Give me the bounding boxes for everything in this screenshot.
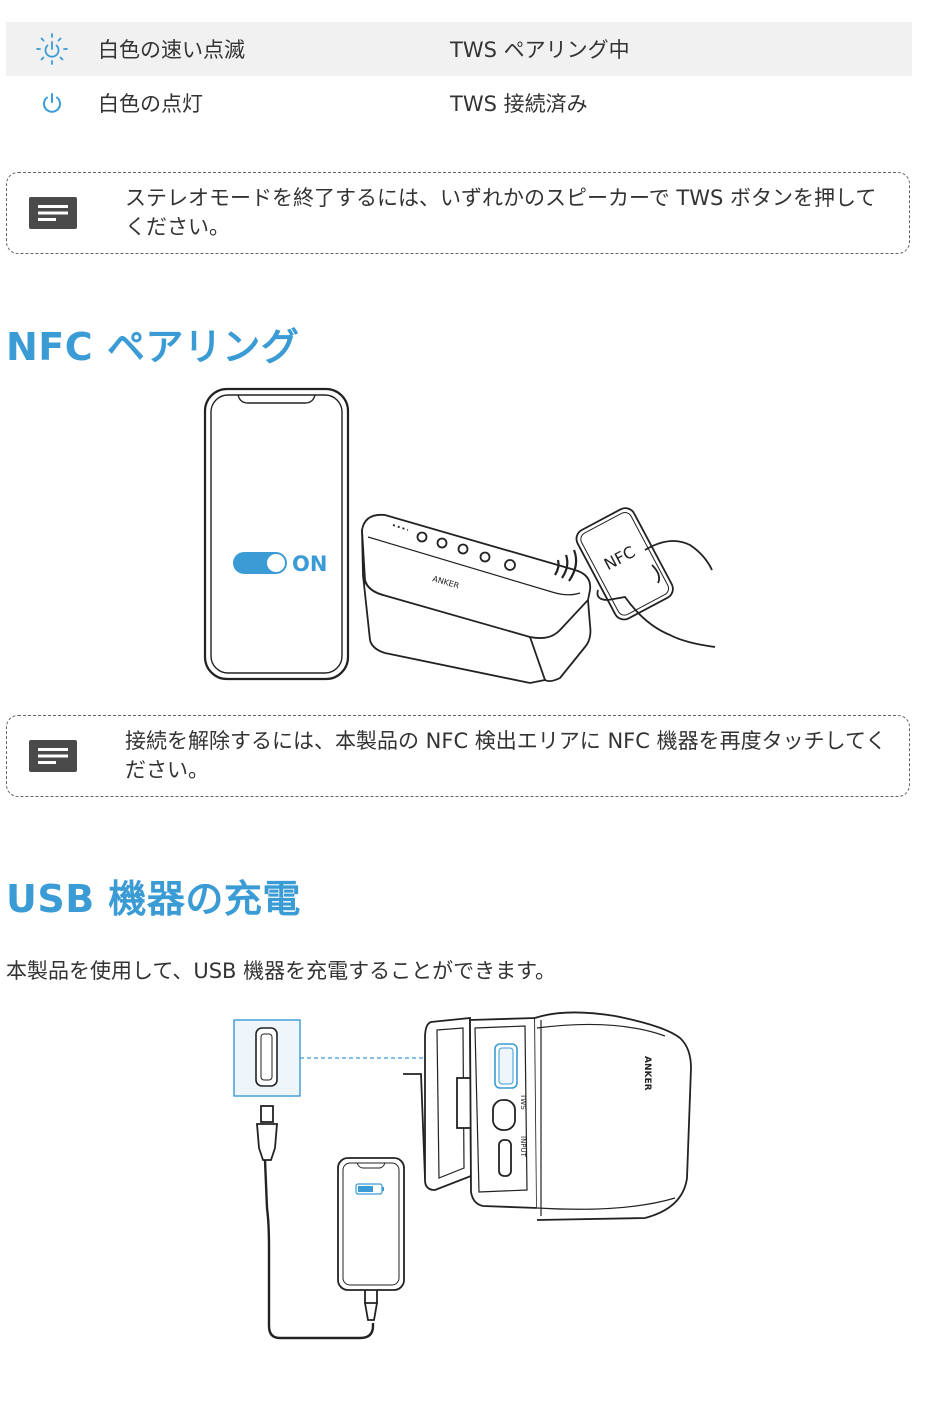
led-behavior: 白色の点灯	[98, 88, 450, 118]
led-meaning: TWS 接続済み	[450, 88, 912, 118]
usb-description: 本製品を使用して、USB 機器を充電することができます。	[6, 955, 556, 985]
led-behavior: 白色の速い点滅	[98, 34, 450, 64]
toggle-label: ON	[292, 552, 327, 576]
table-row: 白色の速い点滅 TWS ペアリング中	[6, 22, 912, 76]
blinking-power-icon	[6, 32, 98, 66]
note-icon	[29, 197, 77, 229]
power-icon	[6, 90, 98, 116]
port-label-input: INPUT	[519, 1136, 527, 1158]
phone-illustration	[338, 1158, 404, 1320]
note-text: ステレオモードを終了するには、いずれかのスピーカーで TWS ボタンを押してくだ…	[125, 184, 909, 242]
note-box-tws: ステレオモードを終了するには、いずれかのスピーカーで TWS ボタンを押してくだ…	[6, 172, 910, 254]
led-meaning: TWS ペアリング中	[450, 34, 912, 64]
speaker-illustration	[362, 515, 590, 683]
speaker-brand-label: ANKER	[642, 1056, 652, 1091]
table-row: 白色の点灯 TWS 接続済み	[6, 76, 912, 130]
note-icon	[29, 740, 77, 772]
note-text: 接続を解除するには、本製品の NFC 検出エリアに NFC 機器を再度タッチして…	[125, 727, 909, 785]
note-box-nfc: 接続を解除するには、本製品の NFC 検出エリアに NFC 機器を再度タッチして…	[6, 715, 910, 797]
nfc-pairing-illustration: ON ANKER NFC	[200, 385, 720, 685]
toggle-switch	[233, 552, 287, 574]
speaker-side-illustration	[403, 1012, 691, 1220]
section-heading-usb: USB 機器の充電	[6, 868, 301, 923]
hand-with-phone-illustration	[573, 505, 715, 647]
usb-charging-illustration: TWS INPUT ANKER	[225, 1008, 705, 1348]
led-status-table: 白色の速い点滅 TWS ペアリング中 白色の点灯 TWS 接続済み	[6, 22, 912, 130]
port-label-tws: TWS	[519, 1093, 527, 1110]
section-heading-nfc: NFC ペアリング	[6, 316, 299, 371]
